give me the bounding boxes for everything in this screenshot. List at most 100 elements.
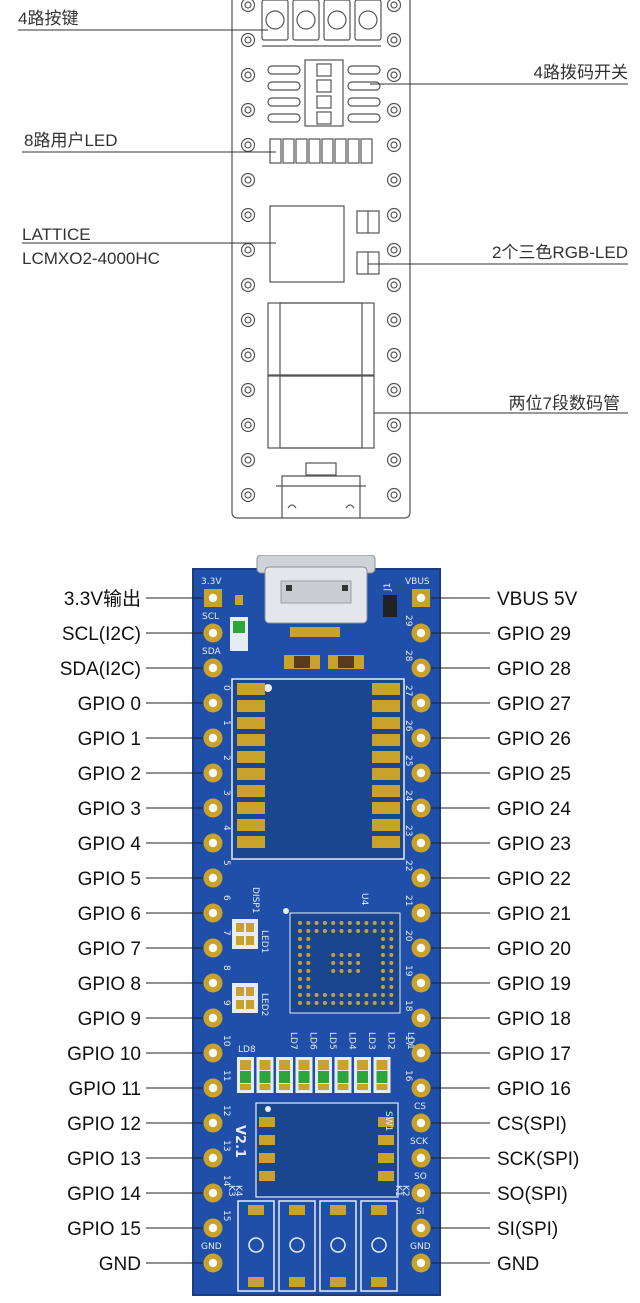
fpga-bga-footprint [283, 908, 401, 1014]
user-led-8 [237, 1057, 254, 1093]
silk-left-number: 11 [221, 1070, 231, 1081]
silk-ld7: LD7 [288, 1032, 298, 1050]
silk-vbus: VBUS [405, 577, 430, 587]
pin-label-left: GPIO 13 [67, 1149, 141, 1170]
silk-gnd-right: GND [410, 1242, 431, 1252]
left-pin-16 [203, 1148, 223, 1168]
silk-left-number: 6 [221, 895, 231, 901]
silk-left-number: 4 [221, 825, 231, 831]
silk-right-number: 16 [403, 1070, 413, 1082]
pin-label-left: GPIO 4 [78, 834, 142, 855]
pin-label-left: GPIO 12 [67, 1114, 141, 1135]
pin-label-right: GPIO 16 [497, 1079, 571, 1100]
pin-label-left: GPIO 3 [78, 799, 141, 820]
left-pin-3 [203, 693, 223, 713]
pin-label-left: 3.3V输出 [64, 588, 141, 610]
seven-segment-label: 两位7段数码管 [509, 394, 620, 413]
silk-left-number: 0 [221, 685, 231, 691]
silk-left-number: 2 [221, 755, 231, 761]
usb-connector [256, 555, 376, 637]
rgb-led-footprints [232, 919, 258, 1013]
silk-left-number: 13 [221, 1140, 231, 1151]
silk-right-number: 20 [403, 930, 413, 942]
silk-right-number: 18 [403, 1000, 413, 1012]
pin-label-right: GPIO 26 [497, 729, 571, 750]
left-pin-7 [203, 833, 223, 853]
right-pin-3 [411, 693, 431, 713]
silk-right-number: 24 [403, 790, 413, 802]
right-pin-15 [411, 1113, 431, 1133]
silk-left-number: 14 [221, 1175, 231, 1187]
button-footprint-4 [360, 1200, 398, 1292]
silk-left-number: 5 [221, 860, 231, 866]
left-pin-6 [203, 798, 223, 818]
pin-label-left: GPIO 9 [78, 1009, 141, 1030]
dip-switch-footprint [255, 1102, 399, 1198]
left-pin-9 [203, 903, 223, 923]
right-pin-0 [412, 589, 430, 607]
fpga-label-line2: LCMXO2-4000HC [22, 249, 160, 268]
pin-label-right: GPIO 28 [497, 659, 571, 680]
silk-version: V2.1 [232, 1125, 247, 1158]
pin-label-left: GPIO 6 [78, 904, 141, 925]
button-footprints [237, 1200, 398, 1292]
silk-right-number: 28 [403, 650, 413, 662]
pin-label-left: GPIO 1 [78, 729, 141, 750]
silk-left-number: 3 [221, 790, 231, 796]
pin-label-left: GPIO 5 [78, 869, 141, 890]
right-pin-1 [411, 623, 431, 643]
left-pin-5 [203, 763, 223, 783]
right-pin-18 [411, 1218, 431, 1238]
right-pin-6 [411, 798, 431, 818]
silk-k1: K1 [393, 1185, 403, 1197]
button-footprint-1 [237, 1200, 275, 1292]
right-pin-13 [411, 1043, 431, 1063]
silk-left-number: 15 [221, 1210, 231, 1221]
left-pin-15 [203, 1113, 223, 1133]
silk-ld5: LD5 [327, 1032, 337, 1050]
left-pin-17 [203, 1183, 223, 1203]
pin-label-right: SO(SPI) [497, 1184, 568, 1205]
pin-label-left: GPIO 15 [67, 1219, 141, 1240]
pin-label-left: SDA(I2C) [60, 659, 141, 680]
board-outline-diagram: 4路按键 4路拨码开关 8路用户LED LATTICE LCMXO2-4000H… [18, 0, 628, 519]
silk-ld8: LD8 [238, 1045, 256, 1055]
silk-left-number: 8 [221, 965, 231, 971]
right-pin-7 [411, 833, 431, 853]
dip-switch-label: 4路拨码开关 [534, 63, 628, 82]
pin-label-right: GPIO 18 [497, 1009, 571, 1030]
silk-ld4: LD4 [347, 1032, 357, 1050]
left-pin-14 [203, 1078, 223, 1098]
pin-label-left: GPIO 11 [68, 1079, 141, 1100]
pin-label-left: GPIO 8 [78, 974, 141, 995]
user-led-row [237, 1057, 391, 1093]
left-pin-1 [203, 623, 223, 643]
silk-gnd-left: GND [201, 1242, 222, 1252]
pin-label-right: GPIO 17 [497, 1044, 571, 1065]
silk-so: SO [414, 1172, 427, 1182]
user-led-3 [334, 1057, 352, 1093]
pin-label-right: SCK(SPI) [497, 1149, 579, 1170]
pin-label-left: GPIO 10 [67, 1044, 141, 1065]
pin-label-right: GPIO 21 [497, 904, 571, 925]
silk-right-number: 29 [403, 615, 413, 627]
button-footprint-2 [278, 1200, 316, 1292]
board-outline [231, 0, 411, 519]
user-led-7 [256, 1057, 274, 1093]
pin-label-right: VBUS 5V [497, 589, 578, 610]
silk-left-number: 9 [221, 1000, 231, 1006]
right-pin-4 [411, 728, 431, 748]
pin-label-left: SCL(I2C) [62, 624, 141, 645]
left-pin-13 [203, 1043, 223, 1063]
silk-ld6: LD6 [308, 1032, 318, 1050]
silk-k3: K3 [226, 1185, 236, 1197]
silk-led2: LED2 [259, 993, 269, 1016]
pin-label-right: GPIO 19 [497, 974, 571, 995]
silk-u4: U4 [359, 893, 369, 906]
right-pin-14 [411, 1078, 431, 1098]
pin-label-right: GPIO 22 [497, 869, 571, 890]
button-group [261, 0, 382, 47]
pin-label-right: GPIO 24 [497, 799, 571, 820]
silk-sw1: SW1 [383, 1111, 393, 1131]
silk-cs: CS [414, 1102, 426, 1112]
